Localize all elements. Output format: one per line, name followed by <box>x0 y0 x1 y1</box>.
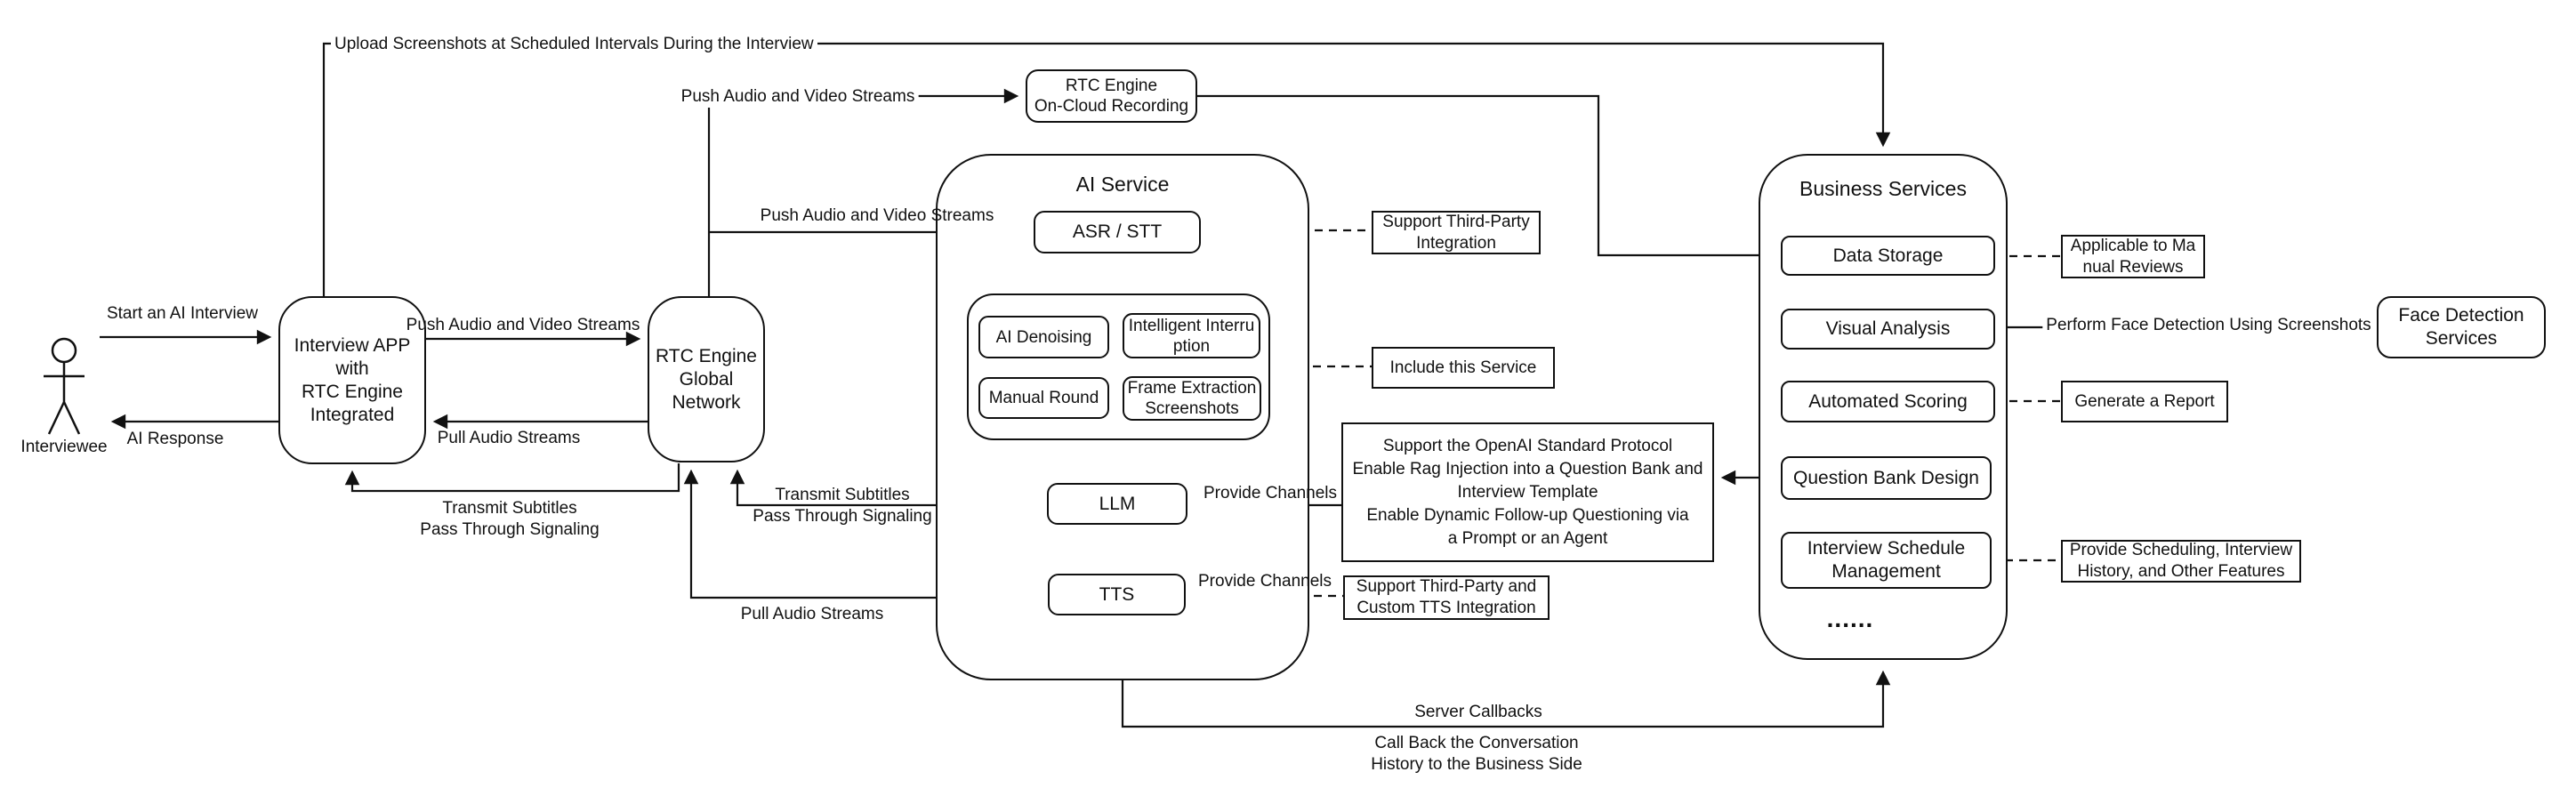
node-label: Interview Schedule <box>1807 538 1966 559</box>
label-server-callbacks: Server Callbacks <box>1414 703 1542 721</box>
node-automated-scoring: Automated Scoring <box>1781 381 1995 422</box>
annotation-text: Support Third-Party <box>1382 212 1530 231</box>
label-pull-audio-tts: Pull Audio Streams <box>740 605 884 623</box>
node-label: Global <box>679 368 734 390</box>
node-label: Integrated <box>310 404 395 425</box>
annotation-text: Provide Scheduling, Interview <box>2069 541 2293 559</box>
label-push-av-asr: Push Audio and Video Streams <box>760 206 994 225</box>
node-label: Management <box>1831 561 1941 582</box>
node-manual-round: Manual Round <box>978 377 1109 419</box>
node-data-storage: Data Storage <box>1781 236 1995 276</box>
node-on-cloud-recording: RTC Engine On-Cloud Recording <box>1026 69 1197 123</box>
interviewee-label: Interviewee <box>20 438 108 456</box>
node-label: Manual Round <box>988 389 1099 407</box>
annotation-text: History, and Other Features <box>2077 562 2285 581</box>
label-push-av-app-rtc: Push Audio and Video Streams <box>406 316 640 334</box>
label-line: Pass Through Signaling <box>753 507 932 526</box>
label-line: Pass Through Signaling <box>420 520 600 539</box>
edge-transmit-subtitles-app <box>344 463 680 493</box>
annotation-text: nual Reviews <box>2082 257 2184 277</box>
node-label: Screenshots <box>1145 399 1239 418</box>
annotation-text: Support Third-Party and <box>1356 577 1537 596</box>
node-frame-extraction: Frame Extraction Screenshots <box>1123 376 1261 421</box>
node-label: TTS <box>1099 583 1135 605</box>
node-label: AI Denoising <box>995 327 1092 347</box>
annotation-openai-requirements: Support the OpenAI Standard Protocol Ena… <box>1341 422 1714 562</box>
node-label: RTC Engine <box>301 381 403 402</box>
annotation-include-service: Include this Service <box>1372 347 1555 389</box>
annotation-text: Custom TTS Integration <box>1356 599 1536 617</box>
node-label: Frame Extraction <box>1127 379 1257 398</box>
node-label: Data Storage <box>1832 245 1944 266</box>
node-label: RTC Engine <box>1065 76 1158 95</box>
node-question-bank-design: Question Bank Design <box>1781 456 1992 500</box>
annotation-text: a Prompt or an Agent <box>1447 528 1608 548</box>
annotation-text: Applicable to Ma <box>2070 236 2196 255</box>
label-provide-channels-tts: Provide Channels <box>1198 572 1332 591</box>
label-transmit-subtitles-app: Transmit Subtitles Pass Through Signalin… <box>420 498 599 541</box>
label-ai-response: AI Response <box>126 430 224 448</box>
ai-service-title: AI Service <box>1075 173 1170 196</box>
interviewee-figure <box>44 337 85 435</box>
annotation-support-third-party: Support Third-Party Integration <box>1372 211 1541 254</box>
annotation-text: Interview Template <box>1457 482 1598 502</box>
label-line: Call Back the Conversation <box>1374 734 1579 752</box>
node-llm: LLM <box>1047 483 1187 525</box>
node-label: Network <box>672 391 741 413</box>
label-push-av-recording: Push Audio and Video Streams <box>677 86 919 108</box>
label-line: History to the Business Side <box>1371 755 1582 774</box>
node-interview-schedule: Interview Schedule Management <box>1781 532 1992 589</box>
label-line: Transmit Subtitles <box>775 486 910 504</box>
label-upload-screenshots: Upload Screenshots at Scheduled Interval… <box>331 34 817 55</box>
node-interview-app: Interview APP with RTC Engine Integrated <box>278 296 426 464</box>
node-face-detection-services: Face Detection Services <box>2377 296 2546 358</box>
annotation-applicable-manual: Applicable to Ma nual Reviews <box>2061 235 2205 278</box>
node-label: with <box>335 358 369 379</box>
interviewee-head-icon <box>51 337 77 364</box>
node-ai-denoising: AI Denoising <box>978 316 1109 358</box>
edge-tts-to-rtc <box>683 469 1048 599</box>
node-label: LLM <box>1099 493 1136 514</box>
node-label: Face Detection <box>2398 305 2524 326</box>
label-transmit-subtitles-rtc: Transmit Subtitles Pass Through Signalin… <box>753 485 931 527</box>
node-label: ption <box>1172 336 1211 356</box>
annotation-text: Enable Rag Injection into a Question Ban… <box>1352 459 1703 478</box>
node-rtc-global-network: RTC Engine Global Network <box>648 296 765 462</box>
label-start-interview: Start an AI Interview <box>106 304 259 323</box>
annotation-provide-scheduling: Provide Scheduling, Interview History, a… <box>2061 540 2301 583</box>
annotation-text: Support the OpenAI Standard Protocol <box>1382 436 1673 455</box>
node-tts: TTS <box>1048 574 1186 615</box>
edge-recording-to-storage <box>1197 94 1775 263</box>
annotation-support-tts: Support Third-Party and Custom TTS Integ… <box>1343 575 1550 620</box>
node-label: RTC Engine <box>655 345 757 366</box>
node-label: Question Bank Design <box>1793 467 1979 488</box>
label-perform-face-detection: Perform Face Detection Using Screenshots <box>2042 315 2375 336</box>
interviewee-body-icon <box>44 362 85 435</box>
node-label: Services <box>2425 328 2498 349</box>
annotation-text: Generate a Report <box>2074 391 2215 411</box>
node-asr-stt: ASR / STT <box>1034 211 1201 253</box>
node-intelligent-interruption: Intelligent Interru ption <box>1123 313 1260 358</box>
label-provide-channels-llm: Provide Channels <box>1203 484 1337 503</box>
annotation-text: Include this Service <box>1389 358 1537 377</box>
label-callback-history: Call Back the Conversation History to th… <box>1371 733 1582 776</box>
node-visual-analysis: Visual Analysis <box>1781 309 1995 350</box>
edge-server-callbacks <box>1121 670 1891 728</box>
node-label: On-Cloud Recording <box>1034 97 1189 116</box>
more-items-ellipsis: ...... <box>1826 605 1874 632</box>
edge-upload-screenshots <box>322 42 1891 296</box>
label-pull-audio-rtc-app: Pull Audio Streams <box>437 429 581 447</box>
node-label: Visual Analysis <box>1825 318 1951 339</box>
annotation-text: Integration <box>1416 233 1496 253</box>
business-services-title: Business Services <box>1799 177 1967 200</box>
node-label: Automated Scoring <box>1808 390 1968 412</box>
label-line: Transmit Subtitles <box>442 499 577 518</box>
node-label: Interview APP <box>294 334 411 356</box>
node-label: Intelligent Interru <box>1128 316 1255 335</box>
node-label: ASR / STT <box>1072 221 1163 242</box>
annotation-text: Enable Dynamic Follow-up Questioning via <box>1366 505 1689 525</box>
annotation-generate-report: Generate a Report <box>2061 381 2228 422</box>
